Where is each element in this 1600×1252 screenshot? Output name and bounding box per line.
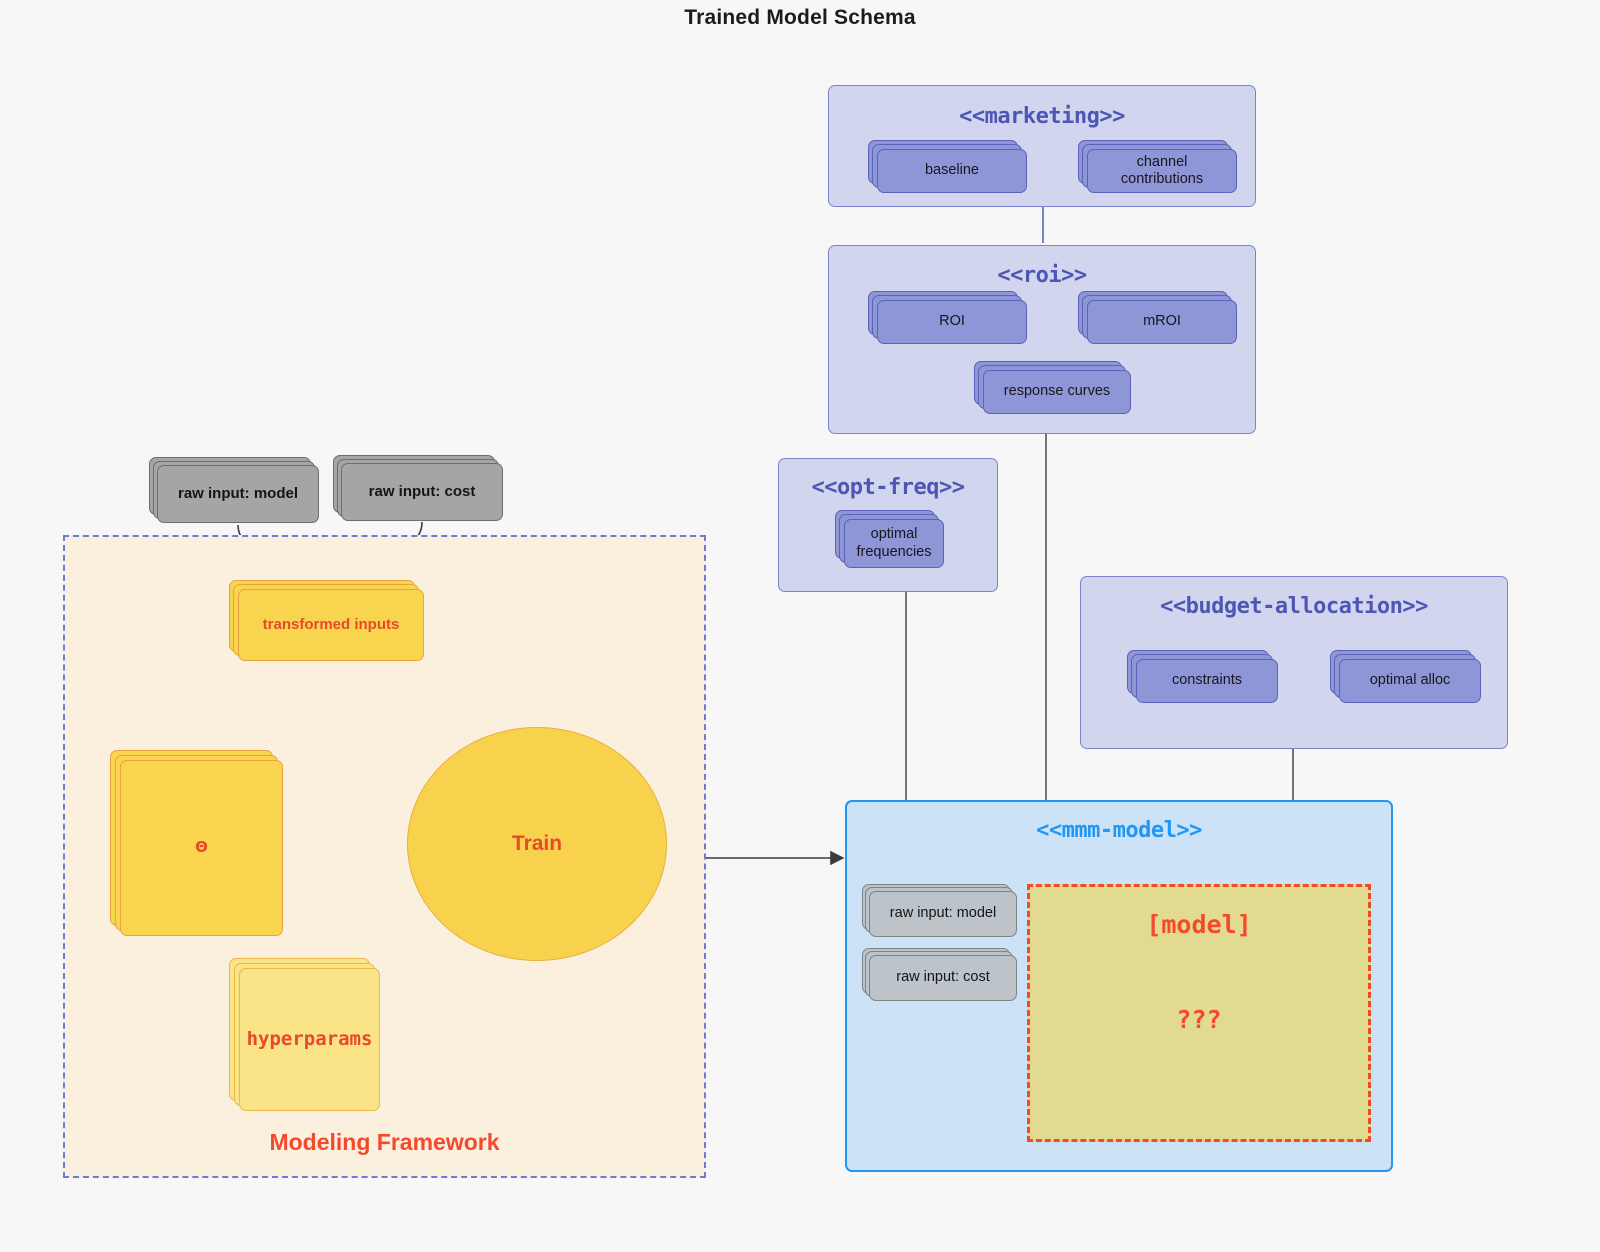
model-placeholder-subtitle: ??? — [1176, 1005, 1222, 1034]
node-face — [869, 891, 1017, 937]
node-mmm-raw-input-model[interactable]: raw input: model — [862, 884, 1017, 937]
cluster-roi[interactable]: <<roi>> ROI mROI response curves — [828, 245, 1256, 434]
node-face — [877, 300, 1027, 344]
node-mmm-raw-input-cost[interactable]: raw input: cost — [862, 948, 1017, 1001]
node-label: transformed inputs — [262, 616, 400, 634]
node-hyperparams[interactable]: hyperparams — [229, 958, 380, 1111]
node-face — [1087, 149, 1237, 193]
node-label: raw input: model — [889, 905, 997, 922]
node-label: raw input: model — [178, 485, 298, 503]
node-face — [983, 370, 1131, 414]
model-placeholder-title: [model] — [1146, 910, 1252, 939]
cluster-budget-allocation[interactable]: <<budget-allocation>> constraints optima… — [1080, 576, 1508, 749]
node-optimal-alloc[interactable]: optimal alloc — [1330, 650, 1481, 703]
node-theta-parameters[interactable]: Θ — [110, 750, 283, 936]
node-face — [1087, 300, 1237, 344]
page-title: Trained Model Schema — [684, 6, 916, 29]
node-face — [869, 955, 1017, 1001]
cluster-mmm-model-title: <<mmm-model>> — [1036, 818, 1202, 843]
node-transformed-inputs[interactable]: transformed inputs — [229, 580, 424, 661]
cluster-marketing[interactable]: <<marketing>> baseline channel contribut… — [828, 85, 1256, 207]
node-face — [238, 589, 424, 661]
node-roi[interactable]: ROI — [868, 291, 1027, 344]
node-label: baseline — [924, 162, 979, 179]
node-face — [1339, 659, 1481, 703]
node-face — [239, 968, 380, 1111]
node-label: raw input: cost — [368, 483, 476, 501]
node-face — [1136, 659, 1278, 703]
process-train[interactable]: Train — [407, 727, 667, 961]
cluster-marketing-title: <<marketing>> — [959, 104, 1125, 129]
node-face — [120, 760, 283, 936]
process-train-label: Train — [511, 832, 563, 855]
cluster-mmm-model[interactable]: <<mmm-model>> raw input: model raw input… — [845, 800, 1393, 1172]
node-optimal-frequencies[interactable]: optimal frequencies — [835, 510, 944, 568]
node-label: optimal frequencies — [856, 526, 932, 560]
node-response-curves[interactable]: response curves — [974, 361, 1131, 414]
node-label: Θ — [195, 838, 208, 857]
node-constraints[interactable]: constraints — [1127, 650, 1278, 703]
node-label: hyperparams — [246, 1028, 373, 1051]
node-channel-contributions[interactable]: channel contributions — [1078, 140, 1237, 193]
node-raw-input-cost[interactable]: raw input: cost — [333, 455, 503, 521]
node-label: response curves — [1003, 383, 1111, 400]
cluster-roi-title: <<roi>> — [997, 263, 1087, 288]
node-label: ROI — [939, 313, 965, 330]
node-label: constraints — [1171, 672, 1243, 689]
node-face — [157, 465, 319, 523]
node-raw-input-model[interactable]: raw input: model — [149, 457, 319, 523]
node-baseline[interactable]: baseline — [868, 140, 1027, 193]
cluster-opt-freq[interactable]: <<opt-freq>> optimal frequencies — [778, 458, 998, 592]
node-label: channel contributions — [1120, 153, 1204, 187]
node-label: raw input: cost — [896, 969, 990, 986]
model-placeholder-box[interactable]: [model] ??? — [1027, 884, 1371, 1142]
node-face — [341, 463, 503, 521]
modeling-framework-label: Modeling Framework — [269, 1129, 500, 1155]
node-label: mROI — [1143, 313, 1181, 330]
cluster-budget-allocation-title: <<budget-allocation>> — [1160, 594, 1428, 619]
node-face — [844, 519, 944, 568]
cluster-opt-freq-title: <<opt-freq>> — [811, 475, 965, 500]
node-mroi[interactable]: mROI — [1078, 291, 1237, 344]
node-face — [877, 149, 1027, 193]
node-label: optimal alloc — [1369, 672, 1451, 689]
